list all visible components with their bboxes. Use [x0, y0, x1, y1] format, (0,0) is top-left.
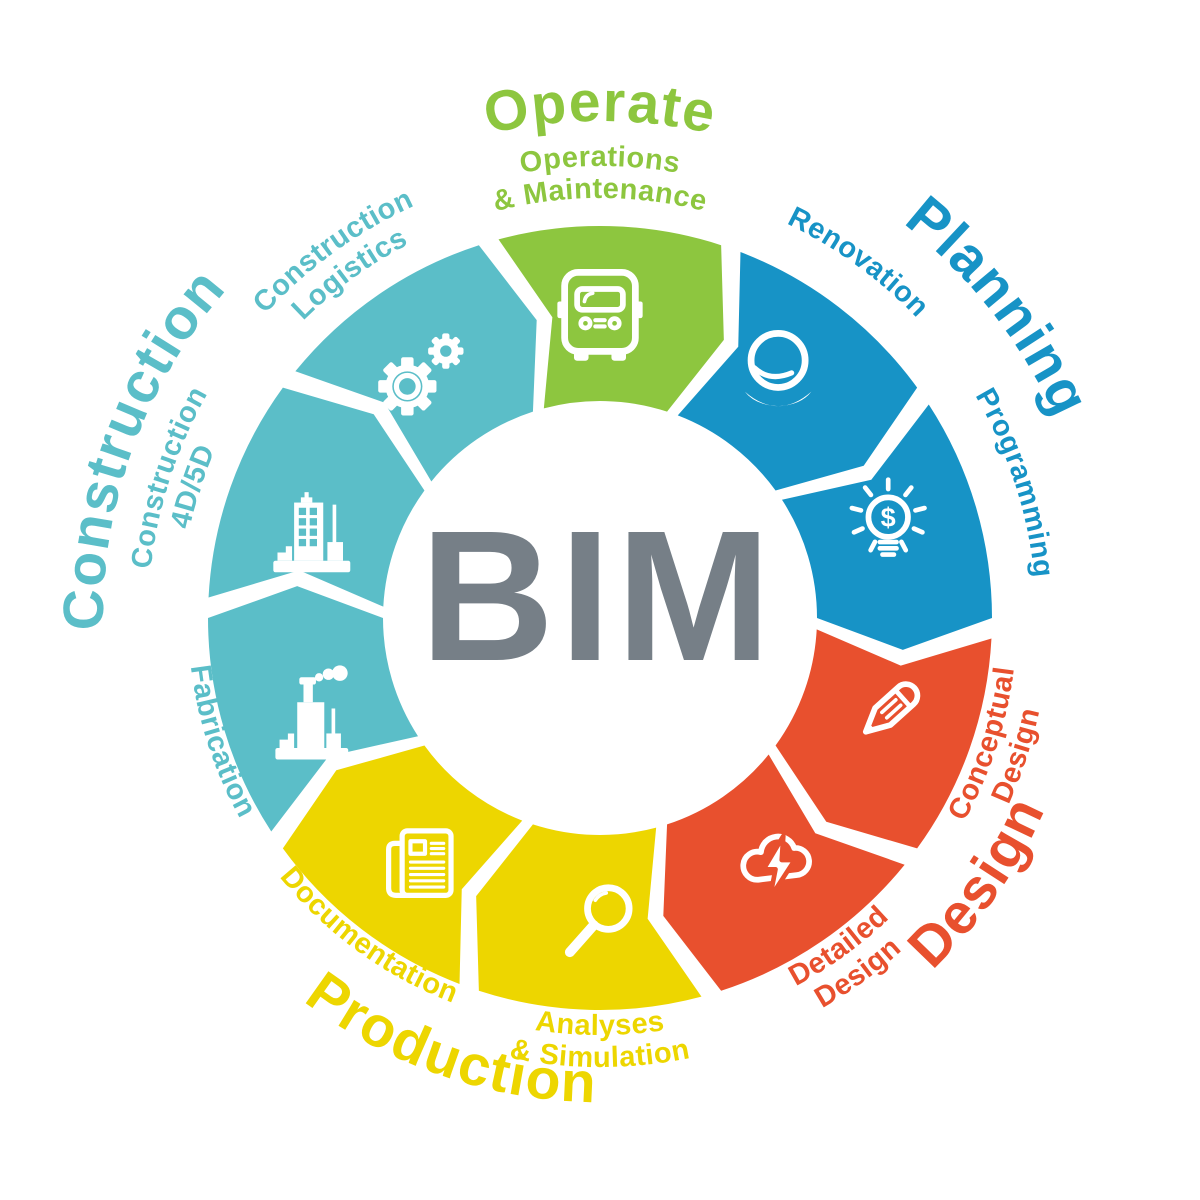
ring-segments — [208, 226, 992, 1010]
phase-label-construction: Construction — [52, 256, 238, 631]
cloud-bolt-icon — [740, 833, 812, 901]
building-crane-icon — [273, 492, 351, 573]
crystal-ball-icon — [744, 329, 812, 407]
magnifier-icon — [564, 884, 633, 958]
segment-label-operations-maintenance-line2: & Maintenance — [490, 173, 710, 218]
segment-icons: $ — [273, 268, 927, 958]
gears-icon — [378, 333, 464, 416]
factory-icon — [275, 665, 349, 760]
phase-label-operate: Operate — [479, 70, 722, 146]
segment-label-analyses-simulation-line1: Analyses — [534, 1005, 667, 1042]
truck-icon — [557, 268, 643, 361]
svg-text:$: $ — [881, 502, 896, 532]
bulb-dollar-icon: $ — [849, 477, 927, 557]
segment-renovation — [677, 252, 918, 491]
bim-center-label: BIM — [420, 493, 776, 700]
segment-construction-4d-5d — [208, 387, 425, 607]
segment-programming — [781, 404, 992, 650]
segment-conceptual-design — [775, 629, 992, 849]
pencil-icon — [862, 681, 921, 735]
newspaper-icon — [386, 828, 454, 898]
segment-construction-logistics — [295, 245, 537, 482]
